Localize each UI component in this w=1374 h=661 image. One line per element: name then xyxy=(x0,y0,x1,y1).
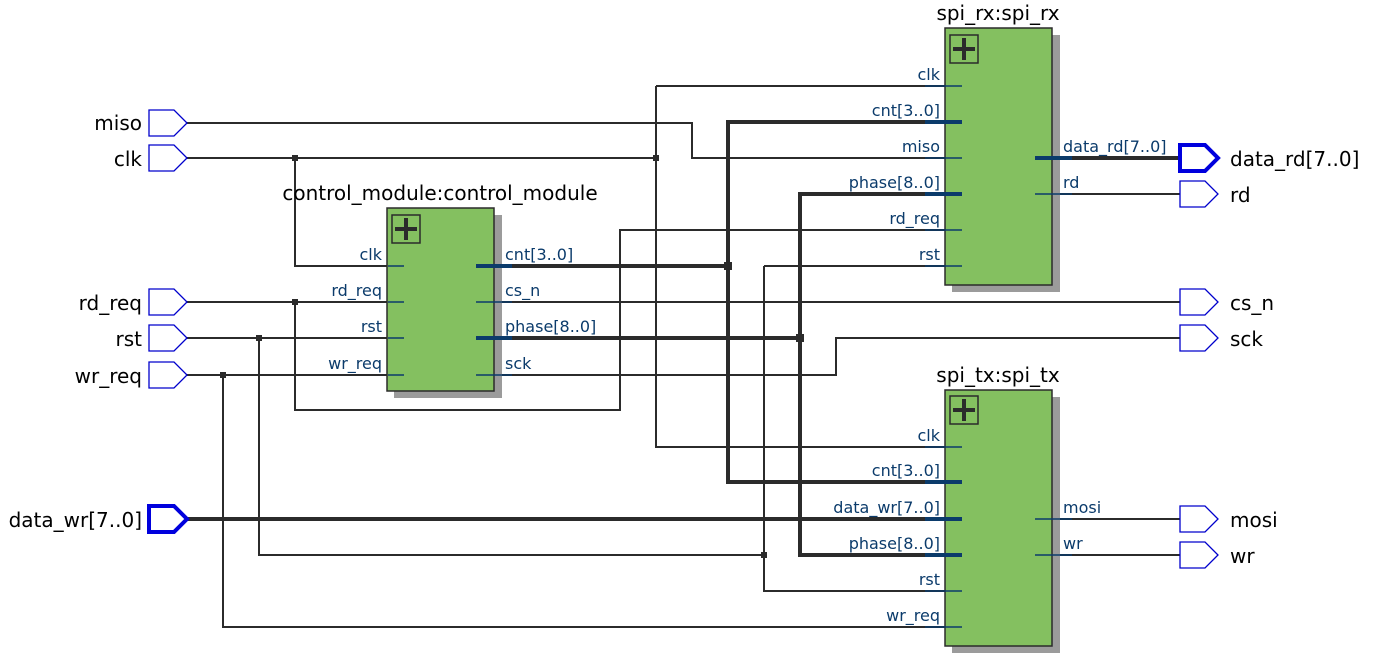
port-label: wr_req xyxy=(75,364,142,388)
input-port-clk[interactable]: clk xyxy=(114,144,188,172)
port-label: clk xyxy=(114,147,143,171)
pin-label: mosi xyxy=(1063,498,1101,517)
pin-label: rst xyxy=(361,317,382,336)
port-label: miso xyxy=(94,111,142,135)
plus-expand-icon[interactable] xyxy=(391,214,421,244)
input-port-rst[interactable]: rst xyxy=(116,324,188,352)
output-port-mosi[interactable]: mosi xyxy=(1179,505,1278,533)
port-label: sck xyxy=(1230,327,1263,351)
pin-label: cs_n xyxy=(505,281,540,301)
plus-expand-icon[interactable] xyxy=(949,395,979,425)
output-port-sck[interactable]: sck xyxy=(1179,324,1263,352)
block-body xyxy=(944,389,1053,647)
junctions xyxy=(220,155,804,558)
pin-label: clk xyxy=(917,426,940,445)
wire-wr-req-tx[interactable] xyxy=(222,375,945,628)
port-label: data_rd[7..0] xyxy=(1230,147,1359,171)
pin-label: sck xyxy=(505,354,532,373)
junction-dot xyxy=(796,334,804,342)
junction-dot xyxy=(256,335,262,341)
wire-miso[interactable] xyxy=(187,122,945,159)
port-label: mosi xyxy=(1230,508,1278,532)
block-spi-rx[interactable]: spi_rx:spi_rx clk cnt[3..0] miso phase[8… xyxy=(849,1,1167,292)
pin-label: clk xyxy=(359,245,382,264)
block-control-module[interactable]: control_module:control_module clk rd_req… xyxy=(282,181,598,398)
pin-label: rd_req xyxy=(331,281,382,301)
wire-rst-down[interactable] xyxy=(258,338,764,556)
output-port-wr[interactable]: wr xyxy=(1179,541,1255,569)
wire-clk-vertical[interactable] xyxy=(655,86,945,448)
pin-label: clk xyxy=(917,65,940,84)
port-label: rd_req xyxy=(79,291,142,315)
pin-label: wr_req xyxy=(886,606,940,626)
pin-label: rd xyxy=(1063,173,1079,192)
pin-label: cnt[3..0] xyxy=(505,245,573,264)
input-port-rd-req[interactable]: rd_req xyxy=(79,288,188,316)
output-ports: data_rd[7..0] rd cs_n sck mosi wr xyxy=(1178,143,1359,569)
pin-label: cnt[3..0] xyxy=(872,461,940,480)
output-port-rd[interactable]: rd xyxy=(1179,180,1251,208)
pin-label: phase[8..0] xyxy=(849,173,940,192)
pin-label: wr_req xyxy=(328,354,382,374)
pin-label: miso xyxy=(902,137,940,156)
pin-label: data_rd[7..0] xyxy=(1063,137,1167,157)
junction-dot xyxy=(653,155,659,161)
port-label: data_wr[7..0] xyxy=(9,508,142,532)
bus-cnt-vertical[interactable] xyxy=(726,120,945,484)
input-port-data-wr[interactable]: data_wr[7..0] xyxy=(9,504,190,534)
block-body xyxy=(386,207,495,392)
wire-clk-control[interactable] xyxy=(294,158,388,267)
pin-label: rd_req xyxy=(889,209,940,229)
plus-expand-icon[interactable] xyxy=(949,34,979,64)
block-spi-tx[interactable]: spi_tx:spi_tx clk cnt[3..0] data_wr[7..0… xyxy=(833,363,1101,653)
port-label: rd xyxy=(1230,183,1251,207)
pin-label: cnt[3..0] xyxy=(872,101,940,120)
block-title: spi_tx:spi_tx xyxy=(936,363,1060,387)
port-label: cs_n xyxy=(1230,291,1274,315)
port-label: rst xyxy=(116,327,143,351)
junction-dot xyxy=(292,155,298,161)
junction-dot xyxy=(220,372,226,378)
pin-label: rst xyxy=(919,245,940,264)
pin-label: data_wr[7..0] xyxy=(833,498,940,518)
wire-sck[interactable] xyxy=(478,337,1180,376)
pin-label: phase[8..0] xyxy=(505,317,596,336)
block-title: spi_rx:spi_rx xyxy=(936,1,1059,25)
junction-dot xyxy=(724,262,732,270)
block-title: control_module:control_module xyxy=(282,181,597,205)
input-port-wr-req[interactable]: wr_req xyxy=(75,361,188,389)
pin-label: wr xyxy=(1063,534,1083,553)
output-port-cs-n[interactable]: cs_n xyxy=(1179,288,1274,316)
output-port-data-rd[interactable]: data_rd[7..0] xyxy=(1178,143,1359,173)
input-ports: miso clk rd_req rst wr_req data_wr[7..0] xyxy=(9,109,190,534)
pin-label: phase[8..0] xyxy=(849,534,940,553)
junction-dot xyxy=(761,552,767,558)
pin-label: rst xyxy=(919,570,940,589)
junction-dot xyxy=(292,299,298,305)
bus-phase-vertical[interactable] xyxy=(798,192,945,557)
input-port-miso[interactable]: miso xyxy=(94,109,188,137)
block-body xyxy=(944,27,1053,286)
port-label: wr xyxy=(1230,544,1255,568)
